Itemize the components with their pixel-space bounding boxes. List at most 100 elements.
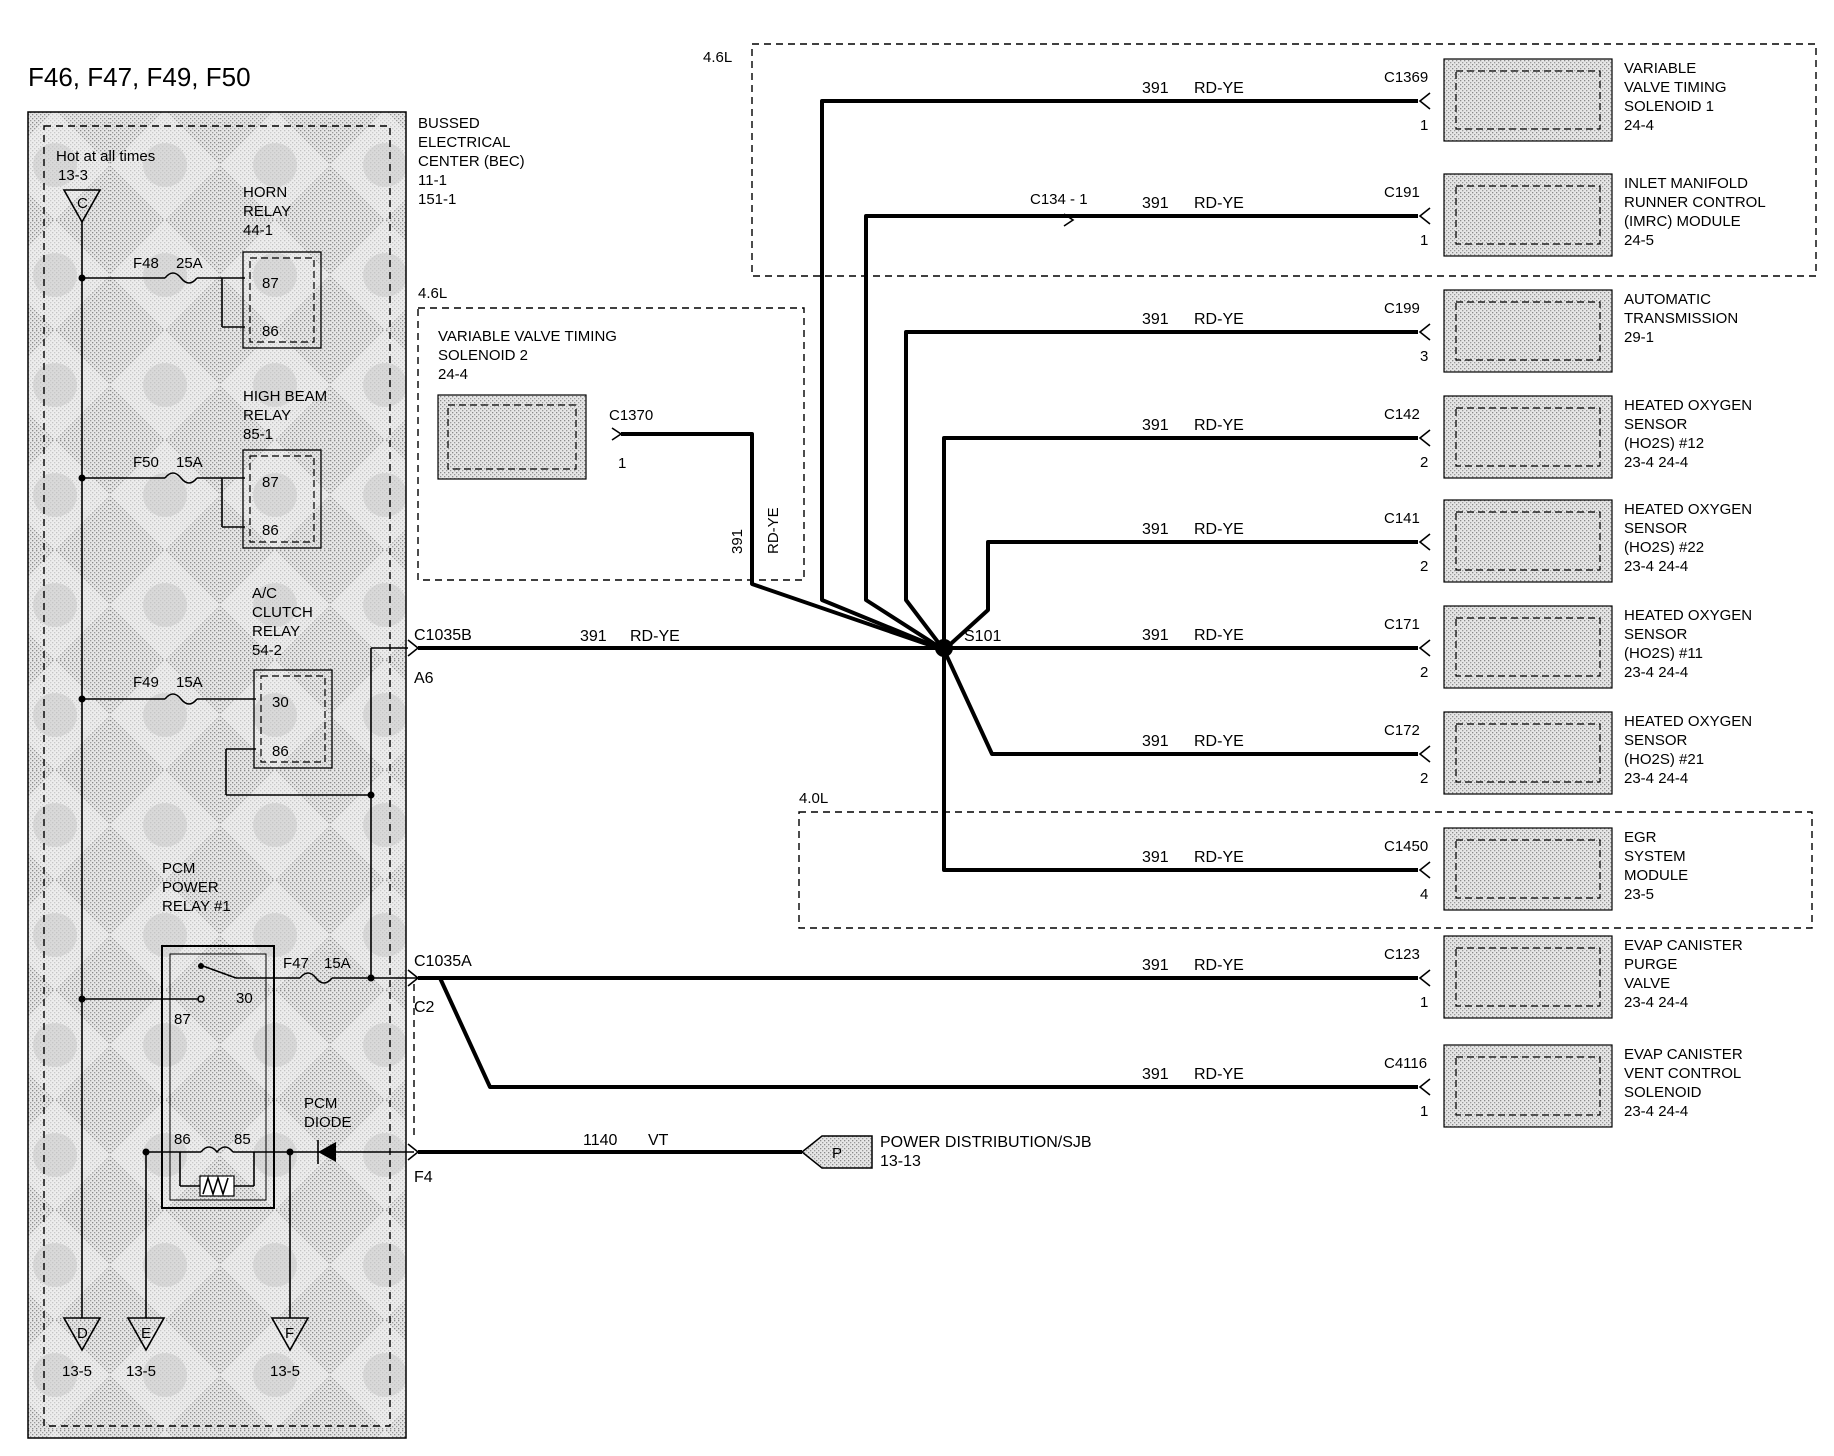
- connector-id: C4116: [1384, 1055, 1427, 1072]
- circuit-color: RD-YE: [1194, 80, 1244, 97]
- circuit-number: 391: [1142, 957, 1169, 974]
- circuit-color: RD-YE: [1194, 957, 1244, 974]
- circuit-color: RD-YE: [1194, 1066, 1244, 1083]
- connector-pin: 2: [1420, 770, 1428, 787]
- component-box: [1443, 711, 1613, 795]
- c1035b-feed: C1035B A6 391 RD-YE: [407, 627, 944, 687]
- circuit-number: 391: [1142, 1066, 1169, 1083]
- power-feed-color: VT: [648, 1132, 669, 1149]
- component-name-line: VARIABLE: [1624, 60, 1696, 77]
- relay-0-fuse-rating: 25A: [176, 255, 203, 272]
- circuit-number: 391: [1142, 195, 1169, 212]
- connector-pin: 3: [1420, 348, 1428, 365]
- component-name-line: PURGE: [1624, 956, 1677, 973]
- component-box: [1443, 827, 1613, 911]
- relay-high-beam: [82, 449, 322, 549]
- component-name-line: MODULE: [1624, 867, 1688, 884]
- connector-arrow-icon: [611, 427, 623, 441]
- connector-arrow-icon: [1418, 429, 1431, 447]
- component-box: [1443, 395, 1613, 479]
- connector-pin: 2: [1420, 454, 1428, 471]
- ground-ref: 13-5: [62, 1363, 92, 1380]
- connector-id: C1450: [1384, 838, 1428, 855]
- component-name-line: AUTOMATIC: [1624, 291, 1711, 308]
- relay-2-pin: 30: [272, 694, 289, 711]
- relay-1-name-line: HIGH BEAM: [243, 388, 327, 405]
- variant-box-top: [751, 43, 1817, 277]
- component-name-line: SENSOR: [1624, 626, 1688, 643]
- circuit-number: 391: [1142, 311, 1169, 328]
- circuit-number: 391: [1142, 80, 1169, 97]
- relay-2-fuse-rating: 15A: [176, 674, 203, 691]
- vvt2-variant-label: 4.6L: [418, 285, 447, 302]
- pcm-relay-fuse-id: F47: [283, 955, 309, 972]
- circuit-color: RD-YE: [1194, 195, 1244, 212]
- hot-ref: 13-3: [58, 167, 88, 184]
- vvt2-name-line: VARIABLE VALVE TIMING: [438, 328, 617, 345]
- connector-pin: 1: [1420, 117, 1428, 134]
- relay-1-fuse-rating: 15A: [176, 454, 203, 471]
- power-feed: F4 1140 VT P POWER DISTRIBUTION/SJB 13-1…: [407, 1132, 1092, 1186]
- connector-id: C141: [1384, 510, 1420, 527]
- circuit-color: RD-YE: [1194, 521, 1244, 538]
- variant-box-vvt2: [417, 307, 805, 581]
- component-name-line: SENSOR: [1624, 520, 1688, 537]
- pcm-diode-name-line: PCM: [304, 1095, 337, 1112]
- connector-arrow-icon: [1418, 207, 1431, 225]
- component-name-line: EGR: [1624, 829, 1657, 846]
- hot-at-all-times-label: Hot at all times: [56, 148, 155, 165]
- pcm-diode: [289, 1140, 336, 1318]
- component-box-inner: [1455, 70, 1601, 130]
- component-name-line: 24-4: [1624, 117, 1654, 134]
- circuit-number: 391: [1142, 733, 1169, 750]
- component-name-line: 23-5: [1624, 886, 1654, 903]
- pcm-relay-name-line: RELAY #1: [162, 898, 231, 915]
- component-box: [1443, 58, 1613, 142]
- circuit-color: RD-YE: [1194, 849, 1244, 866]
- connector-pin: 1: [1420, 994, 1428, 1011]
- pcm-relay-name-line: PCM: [162, 860, 195, 877]
- component-box-inner: [1455, 1056, 1601, 1116]
- component-name-line: HEATED OXYGEN: [1624, 607, 1752, 624]
- component-name-line: 23-4 24-4: [1624, 454, 1688, 471]
- component-box-inner: [1455, 617, 1601, 677]
- component-box: [1443, 605, 1613, 689]
- component-name-line: 23-4 24-4: [1624, 994, 1688, 1011]
- vvt2-connector: C1370: [609, 407, 653, 424]
- connector-pin: 2: [1420, 558, 1428, 575]
- vvt2-circuit-number: 391: [729, 529, 746, 554]
- relay-2-name-line: RELAY: [252, 623, 300, 640]
- relay-0-name-line: RELAY: [243, 203, 291, 220]
- connector-arrow-icon: [1418, 969, 1431, 987]
- component-name-line: SYSTEM: [1624, 848, 1686, 865]
- fuse-icon: [164, 272, 198, 284]
- connector-pin: 1: [1420, 1103, 1428, 1120]
- variant-top-label: 4.6L: [703, 49, 732, 66]
- splice-label: S101: [964, 628, 1001, 645]
- ground-ref: 13-5: [270, 1363, 300, 1380]
- circuit-color: RD-YE: [1194, 627, 1244, 644]
- relay-0-fuse-id: F48: [133, 255, 159, 272]
- connector-arrow-icon: [1418, 323, 1431, 341]
- diode-icon: [318, 1142, 336, 1162]
- circuit-color: RD-YE: [1194, 733, 1244, 750]
- power-feed-ref: 13-13: [880, 1153, 921, 1170]
- connector-id: C1369: [1384, 69, 1428, 86]
- component-name-line: 23-4 24-4: [1624, 770, 1688, 787]
- c1035a-name: C1035A: [414, 953, 472, 970]
- variant-egr-label: 4.0L: [799, 790, 828, 807]
- relay-1-name-line: RELAY: [243, 407, 291, 424]
- relay-0-pin: 87: [262, 275, 279, 292]
- relay-ac-clutch: [82, 669, 371, 796]
- ground-ref: 13-5: [126, 1363, 156, 1380]
- fuse-icon: [164, 693, 198, 705]
- component-name-line: INLET MANIFOLD: [1624, 175, 1748, 192]
- component-box: [1443, 1044, 1613, 1128]
